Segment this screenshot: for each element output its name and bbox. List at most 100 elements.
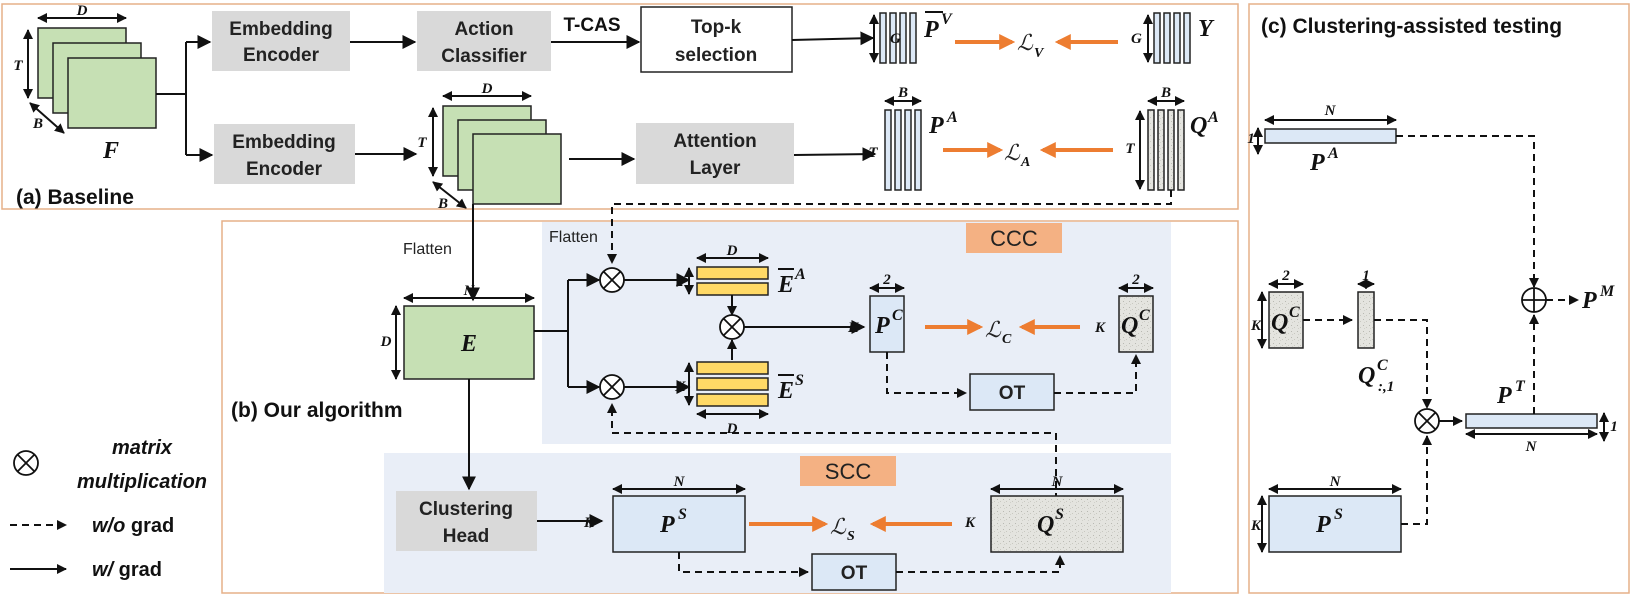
test-matrix-P-S: P S [1268,495,1402,553]
svg-text:T: T [1125,141,1135,157]
action-classifier: Action Classifier [417,11,551,71]
svg-text:N: N [1525,439,1538,455]
svg-text:T: T [1515,378,1526,395]
matmul-node-top [599,267,625,293]
matmul-node-center [719,314,745,340]
svg-text:matrix: matrix [112,437,173,459]
matrix-Q-A [1147,109,1185,191]
svg-text:D: D [380,334,392,350]
matrix-P-A [884,109,922,191]
svg-text:P: P [659,512,675,538]
loss-L-C: ℒ [985,318,1002,343]
svg-text:N: N [1329,474,1342,490]
svg-text::,1: :,1 [1378,379,1394,395]
test-matrix-Q-C: Q C [1268,291,1304,349]
svg-text:B: B [32,116,43,132]
svg-text:T: T [13,58,23,74]
svg-text:P: P [874,313,890,339]
svg-text:G: G [1131,31,1142,47]
loss-L-S: ℒ [830,515,847,540]
test-matmul-node [1414,408,1440,434]
svg-text:S: S [1334,506,1343,523]
matrix-P-bar-V [879,12,917,64]
svg-text:K: K [674,379,686,395]
feature-stack-embedded [442,105,562,205]
svg-text:M: M [1599,283,1615,300]
legend: matrix multiplication w/o grad w/ grad [10,437,207,581]
section-title-baseline: (a) Baseline [16,186,134,209]
svg-text:Q: Q [1271,310,1288,336]
svg-text:N: N [1324,103,1337,119]
legend-matmul-icon [13,450,39,476]
svg-text:Classifier: Classifier [441,46,527,67]
svg-text:1: 1 [1247,131,1255,147]
svg-text:2: 2 [675,274,684,290]
label-tcas: T-CAS [564,15,621,36]
svg-text:Q: Q [1121,313,1138,339]
test-matrix-P-T [1465,413,1598,429]
svg-text:1: 1 [1362,268,1370,284]
svg-text:Top-k: Top-k [691,17,742,38]
svg-text:N: N [673,474,686,490]
svg-text:K: K [964,515,976,531]
matrix-Q-C: Q C [1118,295,1154,353]
test-matrix-P-A [1264,128,1397,144]
matrix-E-bar-S [696,361,769,407]
svg-text:V: V [1034,46,1045,61]
svg-text:D: D [726,243,738,259]
matrix-P-S: P S [612,495,746,553]
symbol-Y: Y [1198,16,1215,42]
symbol-Q-A: Q [1190,113,1207,139]
section-title-algorithm: (b) Our algorithm [231,399,403,422]
matmul-node-bottom [599,374,625,400]
svg-text:B: B [897,85,908,101]
svg-text:A: A [1207,109,1219,126]
svg-text:2: 2 [1281,268,1290,284]
svg-text:N: N [463,283,476,299]
svg-text:D: D [726,421,738,437]
svg-text:Layer: Layer [690,158,741,179]
svg-text:Action: Action [454,19,513,40]
svg-text:P: P [1309,150,1325,176]
svg-text:T: T [417,135,427,151]
testing-frame [1248,3,1630,594]
symbol-F: F [102,138,119,164]
svg-text:Encoder: Encoder [243,45,320,66]
matrix-P-C: P C [869,295,905,353]
svg-text:C: C [1139,307,1150,324]
svg-text:SCC: SCC [825,459,872,484]
svg-text:K: K [1250,318,1262,334]
svg-text:CCC: CCC [990,226,1038,251]
add-node [1521,287,1547,313]
svg-text:E: E [777,378,794,404]
svg-text:K: K [1094,320,1106,336]
svg-text:Embedding: Embedding [229,19,332,40]
symbol-P-bar-V: P [923,17,939,43]
svg-text:G: G [890,31,901,47]
loss-L-A: ℒ [1004,141,1021,166]
svg-text:Embedding: Embedding [232,132,335,153]
baseline-frame [1,3,1239,210]
legend-grad: w/ grad [92,559,162,581]
svg-text:Clustering: Clustering [419,499,513,520]
ot-box-scc: OT [811,553,897,591]
embedding-encoder-top: Embedding Encoder [212,11,350,71]
svg-text:K: K [583,515,595,531]
svg-text:B: B [1160,85,1171,101]
label-flatten-left: Flatten [403,241,452,258]
svg-text:multiplication: multiplication [77,471,207,493]
legend-nograd: w/o grad [92,515,174,537]
svg-text:K: K [847,320,859,336]
svg-text:S: S [795,372,804,389]
section-title-testing: (c) Clustering-assisted testing [1261,15,1562,38]
svg-text:A: A [1327,145,1339,162]
svg-text:P: P [1315,512,1331,538]
svg-text:D: D [481,81,493,97]
svg-text:selection: selection [675,45,757,66]
svg-text:A: A [794,266,806,283]
matrix-E-bar-A [696,266,769,296]
svg-text:OT: OT [841,563,868,584]
svg-text:P: P [1496,383,1512,409]
tag-ccc: CCC [966,223,1062,253]
svg-text:B: B [437,196,448,212]
